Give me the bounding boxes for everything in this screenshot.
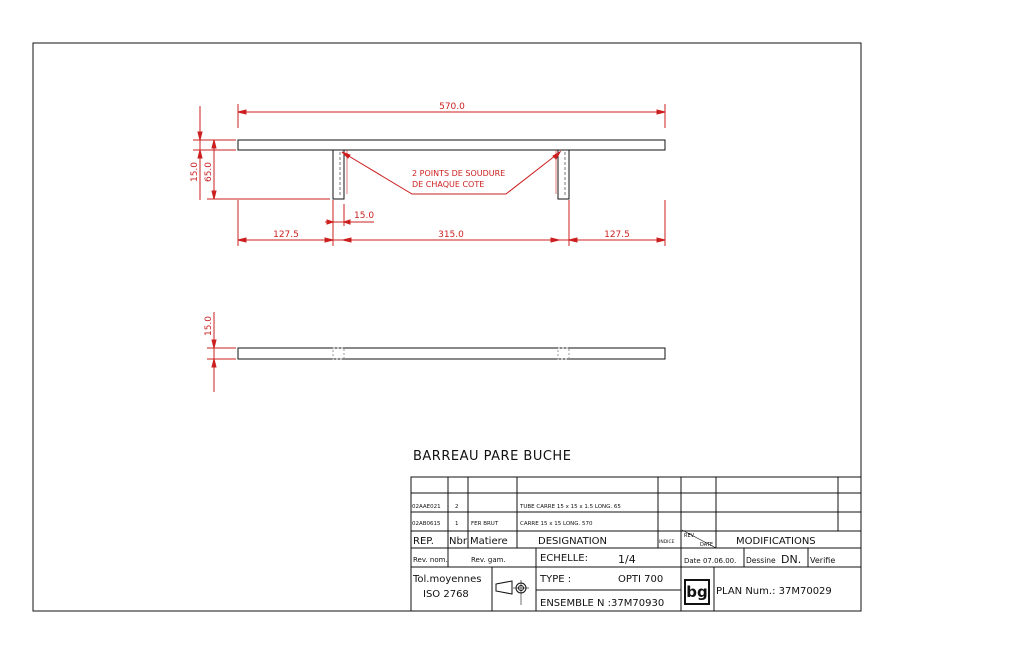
header-date: DATE <box>700 542 713 548</box>
row2-nbr: 1 <box>455 521 459 527</box>
drawing-title: BARREAU PARE BUCHE <box>413 449 571 464</box>
row2-matiere: FER BRUT <box>471 521 499 527</box>
front-dimension-labels: 570.0 127.5 315.0 127.5 15.0 15.0 65.0 2… <box>190 102 630 240</box>
main-bar <box>237 139 666 151</box>
dim-tube: 15.0 <box>354 211 374 221</box>
hidden-leg-right <box>557 347 570 360</box>
row1-designation: TUBE CARRE 15 x 15 x 1.5 LONG. 65 <box>519 504 621 510</box>
header-matiere: Matiere <box>470 536 508 547</box>
front-dimensions <box>193 104 666 246</box>
weld-note-line2: DE CHAQUE COTE <box>412 180 484 189</box>
bar-plan <box>237 347 666 360</box>
right-leg <box>557 149 570 200</box>
company-logo: bg <box>684 579 710 605</box>
ensemble-number: ENSEMBLE N :37M70930 <box>540 598 664 609</box>
dim-left: 127.5 <box>273 230 299 240</box>
front-view <box>237 139 666 200</box>
dim-side-thickness: 15.0 <box>204 316 214 336</box>
type-value: OPTI 700 <box>618 574 663 585</box>
dessine-by: DN. <box>781 553 801 566</box>
tol-line2: ISO 2768 <box>423 589 469 600</box>
dim-height-outer: 15.0 <box>190 162 200 182</box>
weld-note-line1: 2 POINTS DE SOUDURE <box>412 169 505 178</box>
row1-code: 02AAE021 <box>412 504 441 510</box>
sheet-border <box>32 42 862 612</box>
echelle-value: 1/4 <box>618 553 636 566</box>
header-rev: REV. <box>684 533 695 539</box>
header-nbr: Nbr <box>449 536 468 547</box>
echelle-label: ECHELLE: <box>540 553 588 564</box>
dim-height-leg: 65.0 <box>204 162 214 182</box>
second-view-dimensions <box>207 312 236 392</box>
type-label: TYPE : <box>539 574 571 585</box>
rev-gam: Rev. gam. <box>471 556 506 564</box>
logo-text: bg <box>686 583 707 601</box>
header-designation: DESIGNATION <box>538 536 607 547</box>
rev-nom: Rev. nom. <box>413 556 448 564</box>
title-block <box>410 476 862 612</box>
dim-middle: 315.0 <box>438 230 464 240</box>
hidden-leg-left <box>332 347 345 360</box>
dessine-label: Dessine <box>746 556 776 565</box>
row2-code: 02AB0615 <box>412 521 441 527</box>
projection-symbol-icon <box>495 580 529 605</box>
dim-overall: 570.0 <box>439 102 465 112</box>
row1-nbr: 2 <box>455 504 459 510</box>
header-indice: INDICE <box>659 539 675 545</box>
second-view <box>237 347 666 360</box>
date-text: Date 07.06.00. <box>684 557 736 565</box>
plan-number: PLAN Num.: 37M70029 <box>716 586 832 597</box>
tol-line1: Tol.moyennes <box>412 574 481 585</box>
row2-designation: CARRE 15 x 15 LONG. 570 <box>520 521 593 527</box>
header-rep: REP. <box>413 536 434 547</box>
second-view-labels: 15.0 <box>204 316 214 336</box>
title-block-text: 02AAE021 2 TUBE CARRE 15 x 15 x 1.5 LONG… <box>412 504 835 609</box>
left-leg <box>332 149 345 200</box>
header-modifications: MODIFICATIONS <box>736 536 816 547</box>
verifie-label: Verifie <box>810 556 835 565</box>
dim-right: 127.5 <box>604 230 630 240</box>
